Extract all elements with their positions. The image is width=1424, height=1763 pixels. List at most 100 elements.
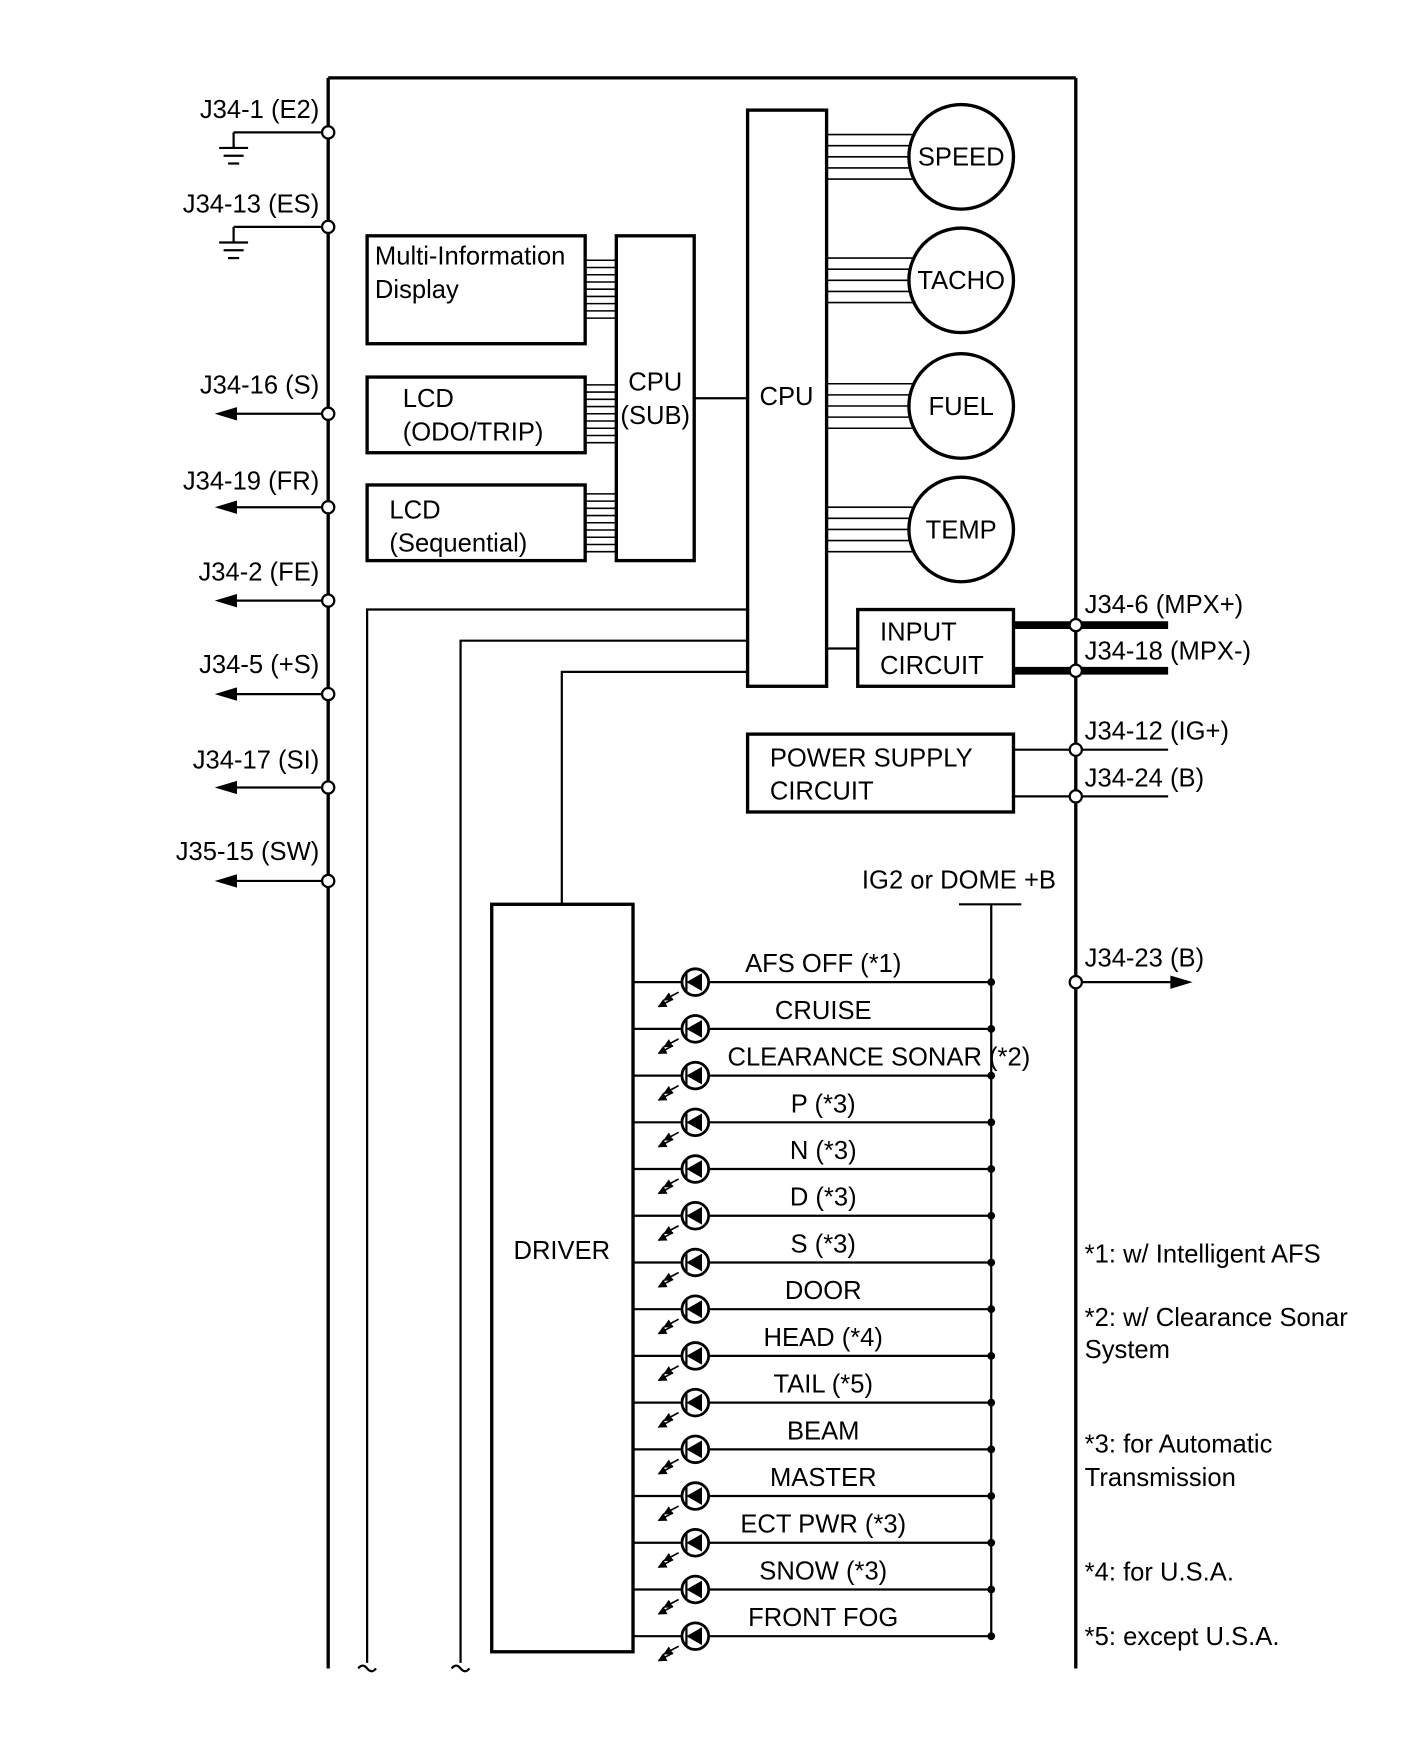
junction-dot [987, 1585, 996, 1594]
footnote: *3: for Automatic [1085, 1431, 1273, 1459]
block-outline [614, 234, 696, 563]
light-emission-icon [657, 1225, 680, 1241]
input-circuit-block: INPUT CIRCUIT [856, 607, 1016, 688]
junction-dot [987, 1118, 996, 1127]
terminal-label: J34-6 (MPX+) [1085, 591, 1244, 619]
emission-arrow [663, 1365, 680, 1375]
emission-arrow [663, 1458, 680, 1468]
led-icon [680, 1154, 711, 1184]
terminal-j34-1: J34-1 (E2) [200, 96, 336, 165]
led-icon [680, 1060, 711, 1091]
emission-arrow [657, 998, 674, 1008]
indicator-row: AFS OFF (*1) [633, 950, 996, 1008]
power-supply-circuit-block: POWER SUPPLY CIRCUIT [745, 732, 1016, 814]
cpu-sub-block: CPU (SUB) [614, 234, 696, 563]
led-icon [680, 1247, 711, 1278]
block-label: CPU [760, 383, 814, 411]
indicator-label: ECT PWR (*3) [740, 1511, 906, 1539]
terminal-label: J34-18 (MPX-) [1085, 638, 1251, 666]
emission-arrow [657, 1465, 674, 1475]
led-icon [680, 1341, 711, 1371]
indicator-label: MASTER [770, 1464, 877, 1492]
indicator-row: CRUISE [633, 997, 996, 1055]
terminal-label: J34-23 (B) [1085, 945, 1204, 973]
light-emission-icon [657, 1645, 680, 1662]
indicator-label: BEAM [787, 1417, 860, 1445]
junction-dot [987, 1024, 996, 1033]
footnote: *1: w/ Intelligent AFS [1085, 1240, 1321, 1268]
diode-triangle [686, 1627, 702, 1646]
driver-block: DRIVER [490, 902, 635, 1654]
block-label: (ODO/TRIP) [403, 418, 544, 446]
emission-arrow [657, 1652, 674, 1662]
emission-arrow [657, 1605, 674, 1615]
diode-triangle [686, 1253, 702, 1272]
led-icon [680, 967, 711, 997]
indicator-label: N (*3) [790, 1137, 857, 1165]
indicator-row: ECT PWR (*3) [633, 1511, 996, 1568]
terminal-pin [320, 406, 336, 422]
block-outline [856, 607, 1016, 688]
block-label: (Sequential) [389, 530, 527, 558]
block-label: INPUT [880, 619, 957, 647]
terminal-label: J34-1 (E2) [200, 96, 319, 124]
cpu-output-wire-1 [366, 608, 748, 1663]
diode-triangle [686, 1580, 702, 1599]
emission-arrow [663, 1598, 680, 1609]
footnote: *2: w/ Clearance Sonar [1085, 1304, 1349, 1332]
led-icon [680, 1621, 711, 1651]
supply-label: IG2 or DOME +B [862, 867, 1056, 895]
arrow-left-icon [214, 687, 237, 701]
terminal-j34-19: J34-19 (FR) [183, 467, 336, 515]
meter-outline [326, 76, 1078, 1669]
terminal-pin [320, 125, 336, 140]
gauge-speed: SPEED [907, 102, 1016, 211]
emission-arrow [657, 1278, 674, 1288]
block-label: DRIVER [513, 1237, 610, 1265]
light-emission-icon [657, 1365, 680, 1382]
junction-dot [987, 1632, 996, 1641]
terminal-j34-24: J34-24 (B) [1013, 764, 1204, 804]
led-icon [680, 1014, 711, 1044]
gauge-icon [907, 102, 1016, 211]
terminal-pin [1068, 663, 1084, 678]
junction-dot [987, 1305, 996, 1314]
light-emission-icon [657, 1505, 680, 1522]
light-emission-icon [657, 1271, 680, 1288]
block-label: (SUB) [620, 402, 690, 430]
terminal-pin [320, 593, 336, 608]
led-icon [680, 1481, 711, 1511]
emission-arrow [657, 1558, 674, 1568]
light-emission-icon [657, 1552, 680, 1568]
ground-icon [219, 226, 249, 260]
ground-icon [219, 132, 249, 165]
odo-trip-bus [585, 384, 617, 444]
gauge-icon [907, 352, 1016, 460]
emission-arrow [663, 991, 680, 1001]
diode-triangle [686, 1393, 702, 1412]
diode-triangle [686, 1300, 702, 1319]
emission-arrow [663, 1084, 680, 1095]
gauge-icon [907, 475, 1016, 584]
junction-dot [987, 1352, 996, 1360]
footnotes: *1: w/ Intelligent AFS *2: w/ Clearance … [1085, 1240, 1349, 1651]
gauge-tacho: TACHO [907, 226, 1016, 335]
emission-arrow [663, 1645, 680, 1655]
led-icon [680, 1201, 711, 1231]
block-label: CIRCUIT [770, 778, 874, 806]
indicator-row: S (*3) [633, 1230, 996, 1288]
arrow-left-icon [214, 780, 237, 795]
terminal-label: J34-17 (SI) [193, 747, 320, 775]
lcd-sequential-block: LCD (Sequential) [365, 483, 587, 563]
block-outline [745, 108, 829, 688]
footnote: Transmission [1085, 1464, 1236, 1492]
indicator-label: S (*3) [791, 1230, 856, 1258]
light-emission-icon [657, 1131, 680, 1148]
indicator-row: P (*3) [633, 1090, 996, 1148]
terminal-pin [1068, 974, 1084, 990]
indicator-row: CLEARANCE SONAR (*2) [633, 1044, 1030, 1101]
terminal-label: J34-2 (FE) [198, 559, 319, 587]
terminal-j34-6: J34-6 (MPX+) [1013, 591, 1244, 633]
